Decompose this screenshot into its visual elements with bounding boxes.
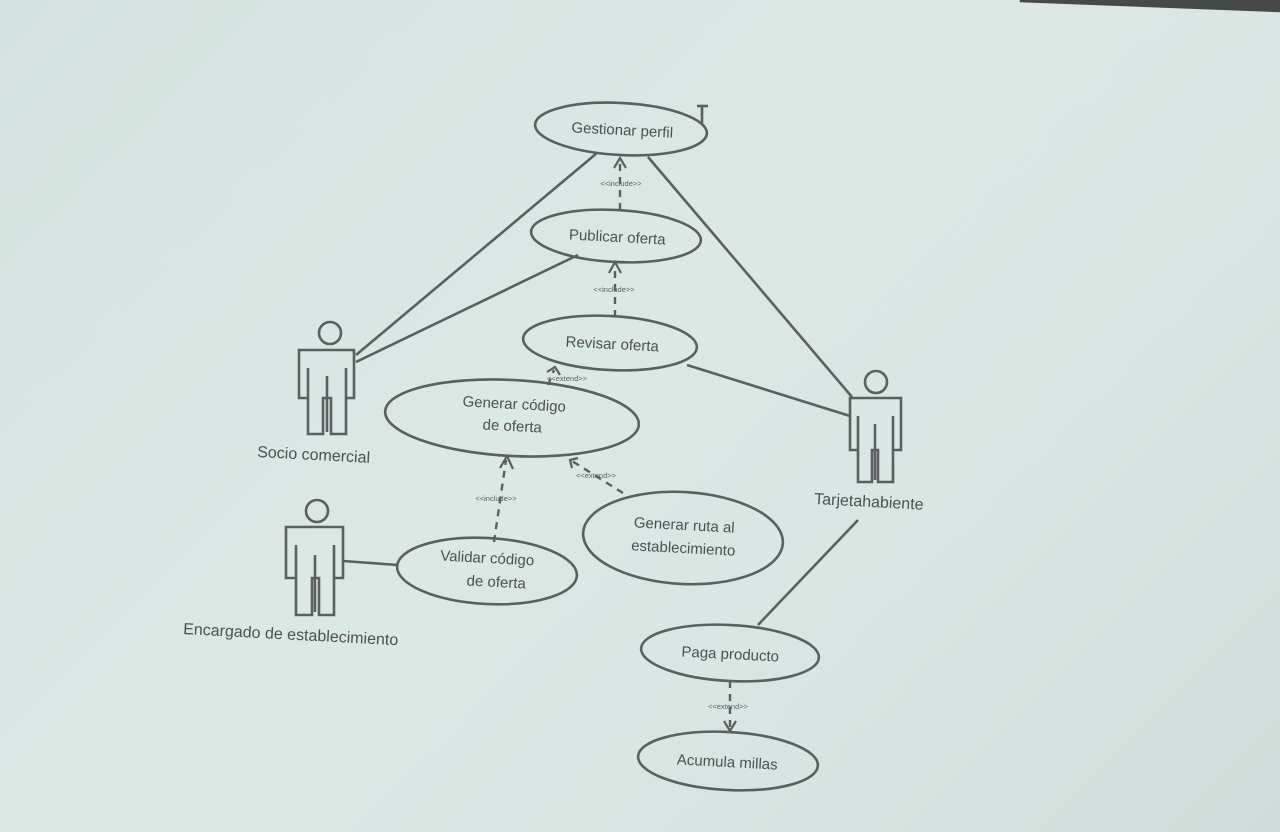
actor-tarjetahabiente-label: Tarjetahabiente (814, 491, 924, 514)
use-case-revisar-oferta-label: Revisar oferta (565, 334, 660, 356)
use-case-generar-ruta-label-line2: establecimiento (631, 537, 736, 559)
assoc-tarjeta-paga (757, 519, 859, 626)
use-case-generar-ruta-label-line1: Generar ruta al (633, 514, 735, 536)
stereotype-labels: <<include>> <<include>> <<extend>> <<inc… (475, 179, 748, 711)
stereotype-extend-2: <<extend>> (576, 471, 617, 480)
use-case-validar-codigo: Validar código de oferta (395, 536, 579, 606)
use-case-acumula-millas-label: Acumula millas (676, 751, 778, 773)
use-case-publicar-oferta: Publicar oferta (529, 208, 703, 264)
include-validar-generar (492, 459, 508, 543)
extend-ruta-generar-arrowhead (568, 456, 579, 469)
actor-encargado-establecimiento-label: Encargado de establecimiento (183, 621, 399, 649)
actor-socio-comercial-label: Socio comercial (257, 444, 371, 467)
extend-generar-revisar-arrowhead (546, 365, 561, 376)
use-case-generar-codigo: Generar código de oferta (383, 378, 641, 458)
use-case-revisar-oferta: Revisar oferta (521, 314, 699, 372)
use-case-gestionar-perfil: Gestionar perfil (533, 101, 709, 157)
stereotype-include-2: <<include>> (593, 285, 635, 294)
stereotype-extend-3: <<extend>> (708, 702, 749, 711)
assoc-tarjeta-revisar (686, 363, 851, 418)
stereotype-include-3: <<include>> (475, 494, 517, 503)
use-case-validar-codigo-label-line1: Validar código (440, 548, 535, 570)
use-case-acumula-millas: Acumula millas (636, 730, 820, 792)
stereotype-include-1: <<include>> (600, 179, 642, 188)
use-case-generar-codigo-label-line1: Generar código (462, 393, 566, 415)
use-case-paga-producto: Paga producto (639, 623, 821, 683)
actor-icon (848, 369, 903, 484)
assoc-encargado-validar (342, 559, 399, 567)
actor-socio-comercial: Socio comercial (257, 320, 371, 467)
stereotype-extend-1: <<extend>> (547, 374, 588, 383)
use-case-generar-ruta: Generar ruta al establecimiento (581, 490, 785, 586)
associations (342, 104, 859, 626)
actor-tarjetahabiente: Tarjetahabiente (814, 369, 924, 514)
actor-icon (297, 320, 356, 436)
extend-ruta-generar (571, 459, 624, 495)
use-case-validar-codigo-label-line2: de oferta (466, 572, 527, 592)
actor-encargado-establecimiento: Encargado de establecimiento (183, 498, 399, 649)
use-case-paga-producto-label: Paga producto (681, 643, 779, 665)
actor-icon (284, 498, 345, 617)
include-publicar-gestionar-arrowhead (613, 155, 627, 169)
use-case-generar-codigo-label-line2: de oferta (482, 416, 543, 436)
assoc-socio-gestionar (355, 152, 598, 356)
assoc-socio-publicar (355, 253, 579, 364)
use-case-publicar-oferta-label: Publicar oferta (568, 226, 666, 248)
use-case-gestionar-perfil-label: Gestionar perfil (571, 119, 673, 141)
assoc-tarjeta-gestionar (647, 156, 853, 398)
